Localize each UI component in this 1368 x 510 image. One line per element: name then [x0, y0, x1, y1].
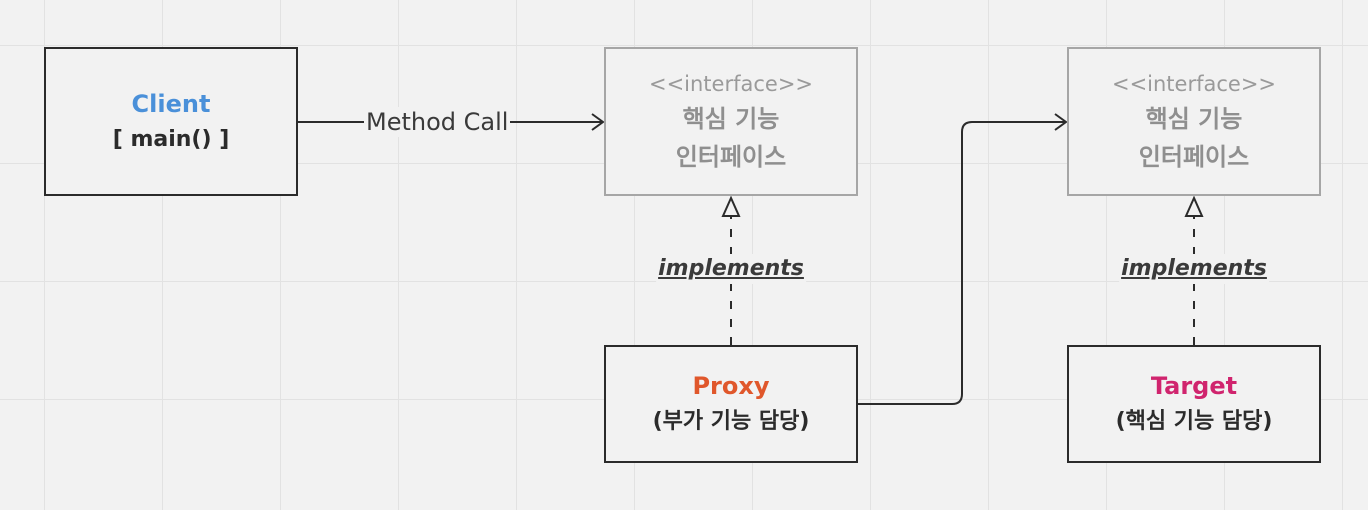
client-box: Client [ main() ] [44, 47, 298, 196]
proxy-realization-arrowhead [721, 195, 741, 217]
interface-stereotype: <<interface>> [648, 71, 814, 96]
interface-name-line2: 인터페이스 [675, 142, 787, 171]
proxy-box: Proxy (부가 기능 담당) [604, 345, 858, 463]
target-name: Target [1150, 372, 1238, 400]
interface-name-line2: 인터페이스 [1138, 142, 1250, 171]
proxy-name: Proxy [692, 372, 770, 400]
client-name: Client [131, 89, 211, 118]
target-box: Target (핵심 기능 담당) [1067, 345, 1321, 463]
interface-stereotype: <<interface>> [1111, 71, 1277, 96]
interface-box-1: <<interface>> 핵심 기능 인터페이스 [604, 47, 858, 196]
target-role: (핵심 기능 담당) [1115, 409, 1273, 434]
proxy-to-interface-line [858, 121, 1066, 405]
method-call-arrowhead [591, 113, 605, 131]
method-call-label: Method Call [364, 107, 511, 137]
interface-box-2: <<interface>> 핵심 기능 인터페이스 [1067, 47, 1321, 196]
target-realization-arrowhead [1184, 195, 1204, 217]
interface-name-line1: 핵심 기능 [682, 104, 780, 133]
interface-name-line1: 핵심 기능 [1145, 104, 1243, 133]
proxy-role: (부가 기능 담당) [652, 409, 810, 434]
proxy-implements-label: implements [656, 254, 806, 284]
target-implements-label: implements [1119, 254, 1269, 284]
proxy-call-arrowhead [1054, 113, 1068, 131]
client-method: [ main() ] [112, 126, 230, 152]
